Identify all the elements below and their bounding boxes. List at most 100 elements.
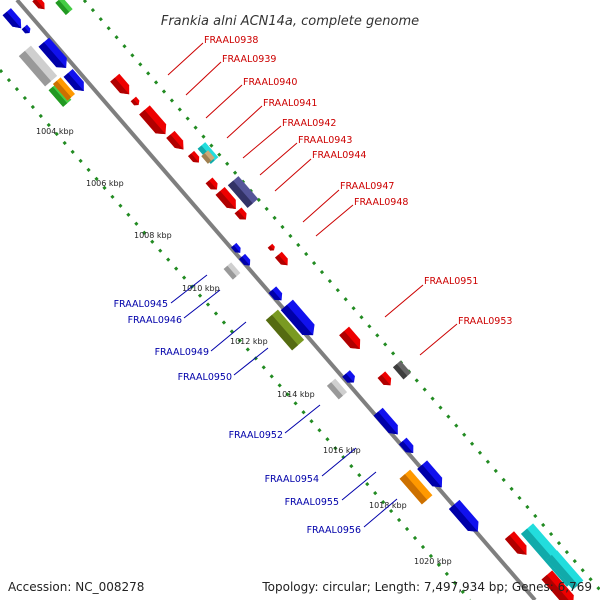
gene-feature[interactable] <box>448 499 483 536</box>
leader-line <box>284 404 321 434</box>
leader-line <box>185 61 222 96</box>
tick-label: 1014 kbp <box>277 390 315 399</box>
reverse-gene-label[interactable]: FRAAL0946 <box>128 315 182 326</box>
gene-feature-shade <box>326 382 343 400</box>
leader-line <box>315 204 354 237</box>
gene-feature[interactable] <box>205 177 221 193</box>
gene-feature[interactable] <box>280 299 319 341</box>
gene-feature[interactable] <box>398 437 417 457</box>
gene-feature[interactable] <box>373 407 403 439</box>
gene-feature-shade <box>377 374 391 386</box>
gene-feature[interactable] <box>215 187 241 213</box>
gene-feature[interactable] <box>392 360 412 380</box>
reverse-gene-label[interactable]: FRAAL0956 <box>307 525 361 536</box>
gene-feature-shade <box>166 134 184 150</box>
forward-gene-label[interactable]: FRAAL0939 <box>222 54 276 65</box>
outer-ruler <box>82 0 600 591</box>
leader-line <box>233 347 269 376</box>
gene-feature-shade <box>504 535 527 555</box>
gene-feature[interactable] <box>227 176 259 208</box>
label-leaders <box>167 42 458 528</box>
reverse-gene-label[interactable]: FRAAL0949 <box>155 347 209 358</box>
gene-feature[interactable] <box>546 550 584 590</box>
gene-feature[interactable] <box>541 570 579 600</box>
gene-feature[interactable] <box>53 77 75 101</box>
gene-feature-shade <box>231 245 241 253</box>
forward-gene-label[interactable]: FRAAL0951 <box>424 276 478 287</box>
gene-feature[interactable] <box>130 96 142 108</box>
gene-feature-shade <box>201 153 212 164</box>
gene-feature[interactable] <box>139 105 171 138</box>
gene-feature-shade <box>342 373 354 383</box>
gene-feature[interactable] <box>201 150 215 164</box>
tick-label: 1006 kbp <box>86 179 124 188</box>
gene-feature[interactable] <box>166 130 187 153</box>
gene-feature-shade <box>110 77 130 95</box>
leader-line <box>384 284 424 318</box>
gene-feature[interactable] <box>267 243 276 252</box>
leader-line <box>210 321 247 352</box>
gene-feature-shade <box>53 80 72 101</box>
forward-gene-label[interactable]: FRAAL0938 <box>204 35 258 46</box>
forward-gene-label[interactable]: FRAAL0947 <box>340 181 394 192</box>
gene-features <box>2 0 584 600</box>
inner-ruler <box>0 69 472 600</box>
gene-feature[interactable] <box>339 326 365 354</box>
gene-feature[interactable] <box>377 371 395 388</box>
gene-feature-shade <box>280 304 314 336</box>
gene-feature-shade <box>399 474 428 505</box>
forward-gene-label[interactable]: FRAAL0943 <box>298 135 352 146</box>
forward-gene-label[interactable]: FRAAL0942 <box>282 118 336 129</box>
gene-feature[interactable] <box>326 378 348 400</box>
reverse-gene-label[interactable]: FRAAL0955 <box>285 497 339 508</box>
gene-feature[interactable] <box>21 24 33 36</box>
gene-feature-shade <box>205 180 217 190</box>
gene-feature[interactable] <box>504 531 531 558</box>
leader-line <box>302 189 340 223</box>
leader-line <box>205 84 243 119</box>
gene-feature[interactable] <box>234 207 250 223</box>
reverse-gene-label[interactable]: FRAAL0950 <box>178 372 232 383</box>
gene-feature-shade <box>32 0 45 10</box>
gene-feature-shade <box>448 504 478 532</box>
gene-feature[interactable] <box>417 460 446 491</box>
reverse-gene-label[interactable]: FRAAL0954 <box>265 474 319 485</box>
reverse-gene-label[interactable]: FRAAL0952 <box>229 430 283 441</box>
gene-feature-shade <box>392 363 408 380</box>
map-title: Frankia alni ACN14a, complete genome <box>161 14 419 29</box>
forward-gene-label[interactable]: FRAAL0940 <box>243 77 297 88</box>
gene-feature[interactable] <box>38 37 72 73</box>
gene-feature[interactable] <box>2 8 26 32</box>
gene-feature[interactable] <box>63 69 89 95</box>
gene-feature[interactable] <box>55 0 73 15</box>
gene-feature[interactable] <box>32 0 47 12</box>
tick-label: 1020 kbp <box>414 557 452 566</box>
gene-feature[interactable] <box>275 251 291 268</box>
gene-feature[interactable] <box>188 150 202 165</box>
gene-feature[interactable] <box>231 242 243 255</box>
gene-feature-shade <box>48 86 68 107</box>
gene-feature-shade <box>18 50 52 87</box>
gene-feature[interactable] <box>18 45 58 87</box>
tick-label: 1012 kbp <box>230 337 268 346</box>
gene-feature[interactable] <box>223 262 241 280</box>
leader-line <box>363 498 398 528</box>
gene-feature[interactable] <box>239 253 253 268</box>
forward-gene-label[interactable]: FRAAL0941 <box>263 98 317 109</box>
tick-label: 1016 kbp <box>323 446 361 455</box>
gene-feature[interactable] <box>48 83 72 107</box>
gene-feature[interactable] <box>265 309 305 351</box>
gene-labels: FRAAL0938 FRAAL0939 FRAAL0940 FRAAL0941 … <box>114 35 513 536</box>
gene-feature[interactable] <box>342 370 357 386</box>
gene-feature[interactable] <box>110 73 133 98</box>
forward-gene-label[interactable]: FRAAL0953 <box>458 316 512 327</box>
gene-feature-shade <box>417 464 442 488</box>
reverse-gene-label[interactable]: FRAAL0945 <box>114 299 168 310</box>
gene-feature[interactable] <box>399 469 433 505</box>
forward-gene-label[interactable]: FRAAL0944 <box>312 150 366 161</box>
leader-line <box>274 158 312 192</box>
gene-feature[interactable] <box>268 286 286 303</box>
forward-gene-label[interactable]: FRAAL0948 <box>354 197 408 208</box>
